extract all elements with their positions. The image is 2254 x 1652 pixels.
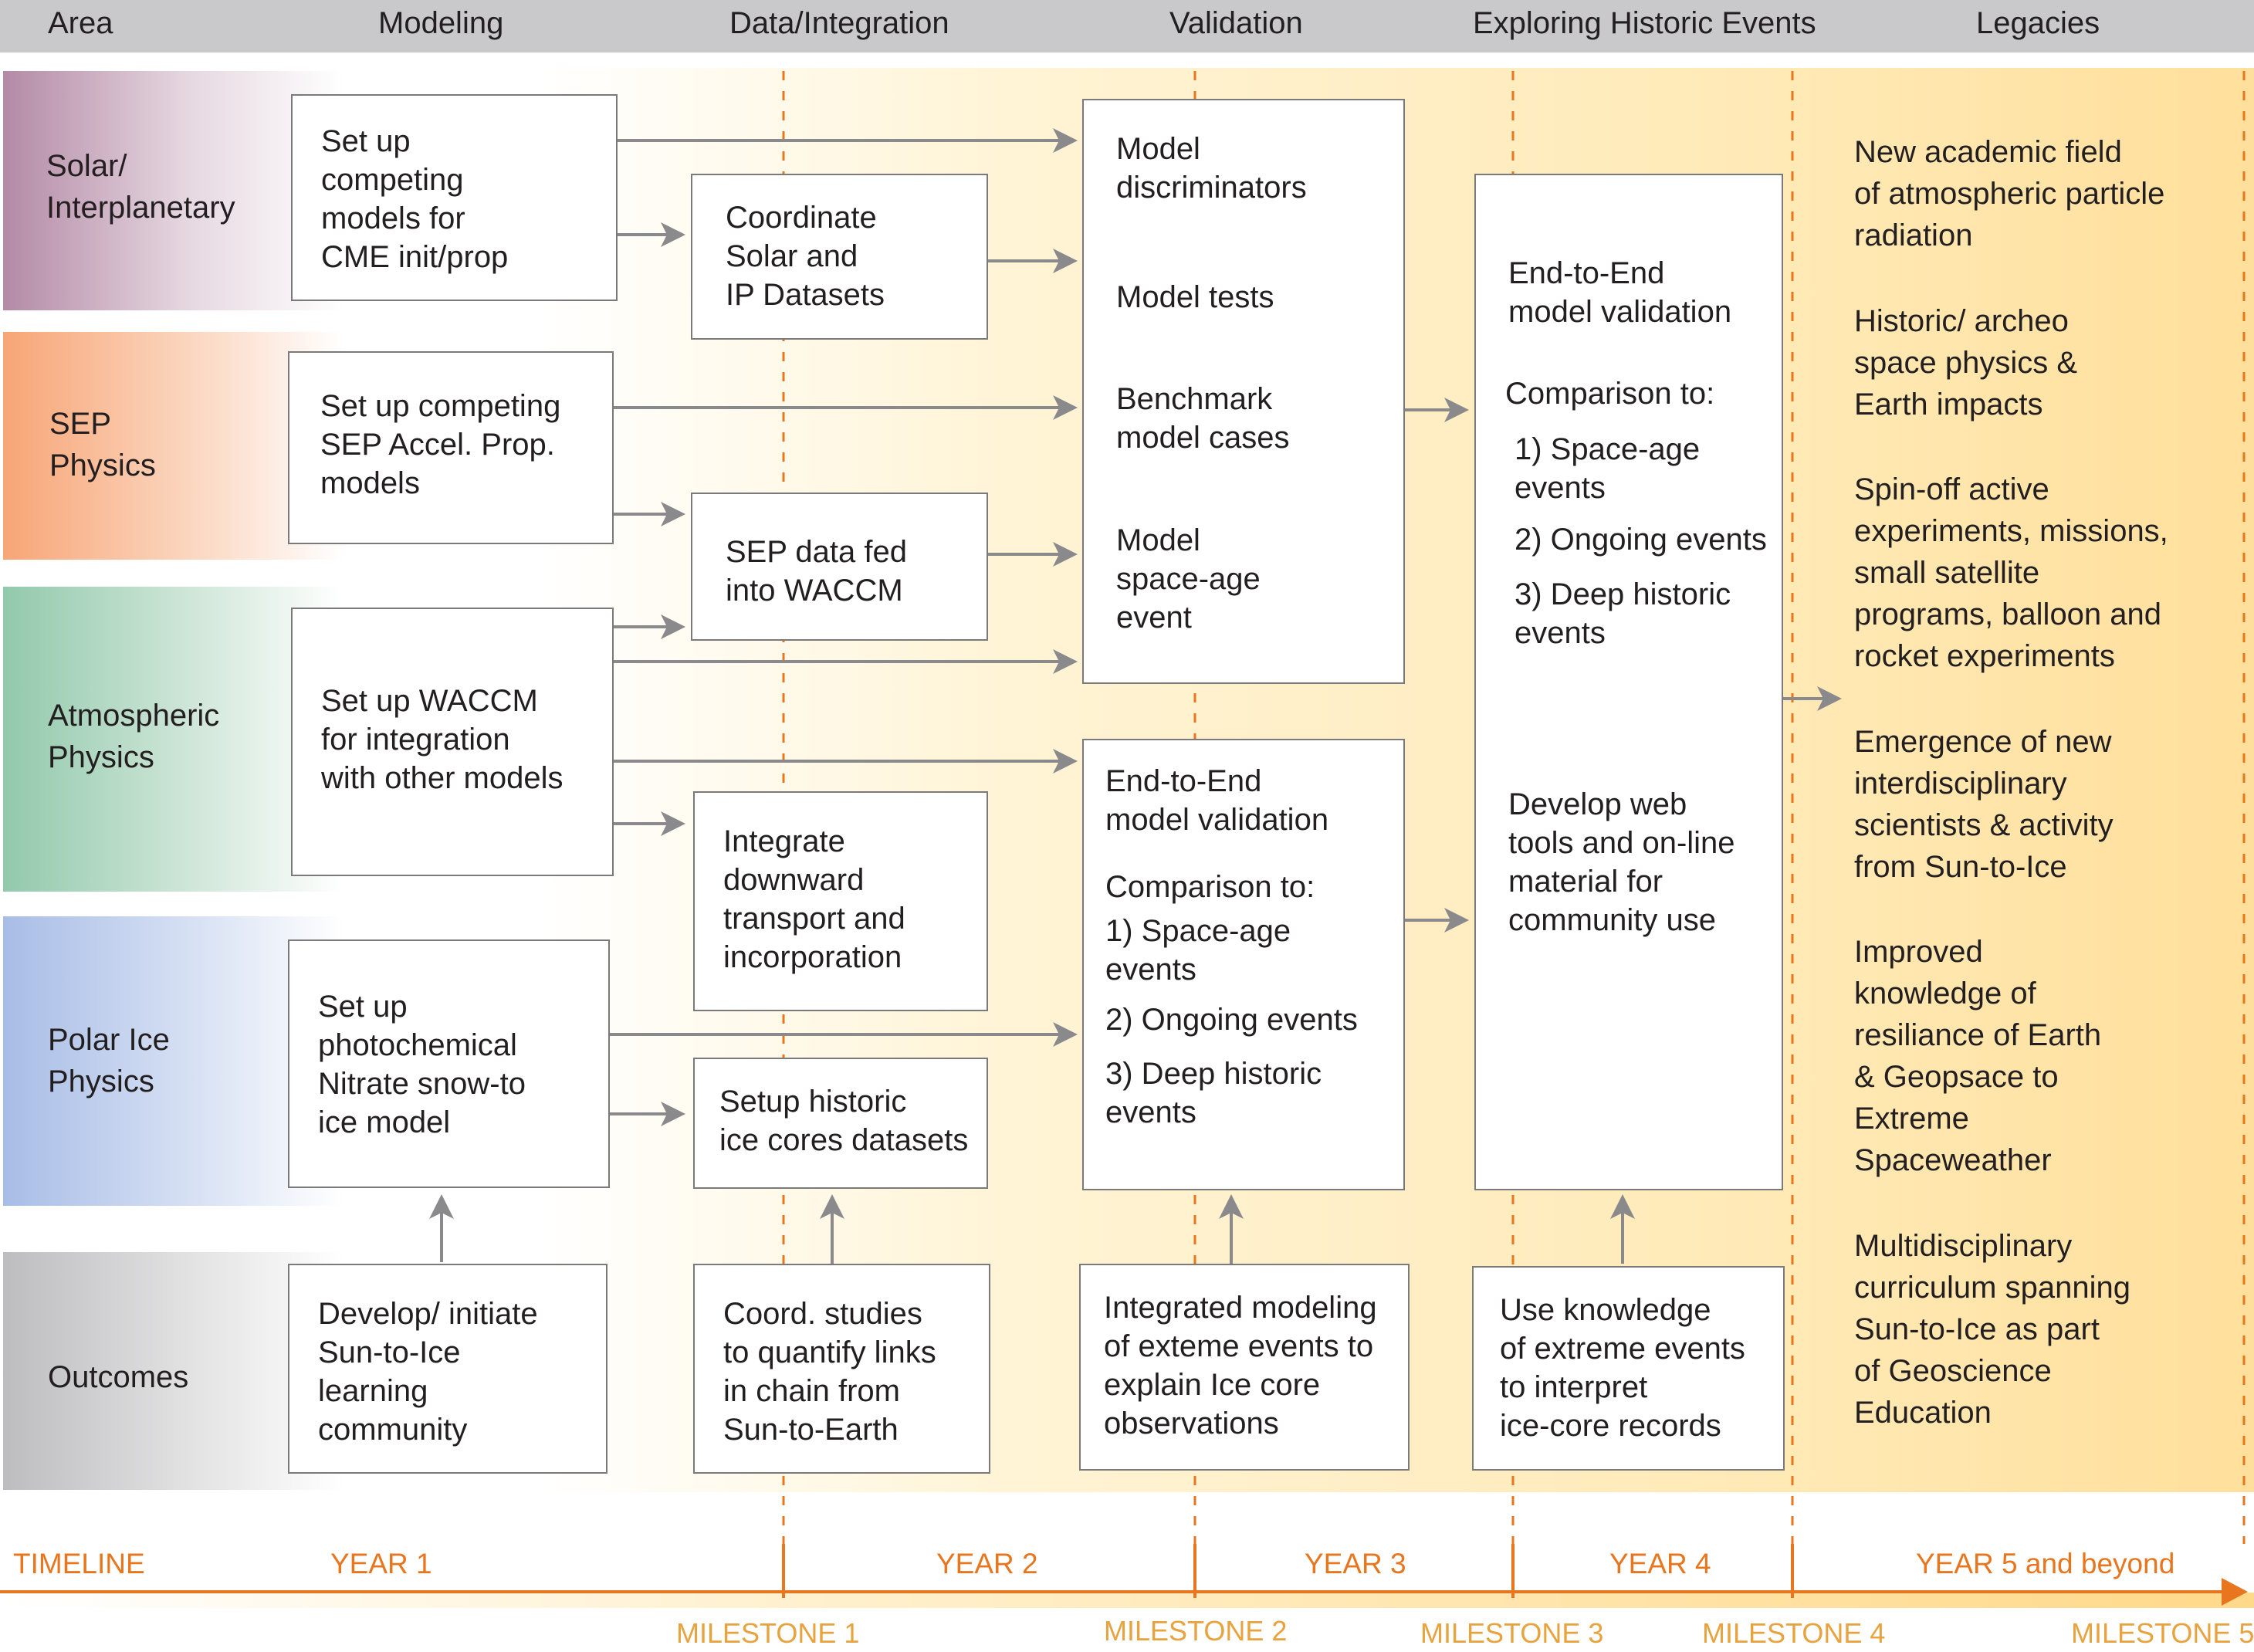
legacy-item-6: Multidisciplinary curriculum spanning Su… (1854, 1229, 2130, 1430)
band-label-solar: Solar/ Interplanetary (46, 149, 235, 225)
band-label-outcomes: Outcomes (48, 1360, 189, 1394)
band-sep: SEP Physics (3, 332, 343, 560)
milestone-label-2: MILESTONE 2 (1104, 1615, 1288, 1647)
legacy-item-2: Historic/ archeo space physics & Earth i… (1854, 304, 2078, 421)
legacy-item-4: Emergence of new interdisciplinary scien… (1854, 725, 2114, 884)
box-validation-e2e: End-to-End model validation Comparison t… (1082, 739, 1405, 1190)
box-outcome-exploring: Use knowledge of extreme events to inter… (1472, 1266, 1785, 1471)
box-solar-data: Coordinate Solar and IP Datasets (691, 174, 988, 340)
text-validation-e2e-title: End-to-End model validation (1105, 764, 1329, 837)
header-modeling: Modeling (378, 6, 504, 40)
box-integrate-transport: Integrate downward transport and incorpo… (693, 791, 988, 1011)
text-exploring-item-2: 2) Ongoing events (1515, 523, 1767, 557)
timeline-year-2: YEAR 2 (936, 1548, 1038, 1579)
text-validation-comparison: Comparison to: (1105, 870, 1315, 904)
band-label-polar-ice: Polar Ice Physics (48, 1023, 170, 1099)
box-sep-modeling: Set up competing SEP Accel. Prop. models (288, 351, 614, 544)
box-sep-data: SEP data fed into WACCM (691, 493, 988, 641)
milestone-label-1: MILESTONE 1 (676, 1617, 860, 1649)
header-area: Area (48, 6, 113, 40)
column-header-bar: Area Modeling Data/Integration Validatio… (0, 0, 2254, 52)
box-outcome-modeling: Develop/ initiate Sun-to-Ice learning co… (288, 1264, 607, 1474)
text-exploring-item-3: 3) Deep historic events (1515, 577, 1731, 650)
text-benchmark-model-cases: Benchmark model cases (1116, 382, 1290, 455)
text-model-discriminators: Model discriminators (1116, 132, 1307, 205)
band-solar: Solar/ Interplanetary (3, 71, 343, 310)
band-label-sep: SEP Physics (49, 407, 156, 482)
band-atmospheric: Atmospheric Physics (3, 587, 343, 892)
box-polar-modeling: Set up photochemical Nitrate snow-to ice… (288, 939, 610, 1188)
text-validation-item-2: 2) Ongoing events (1105, 1003, 1358, 1037)
timeline-ticks (782, 1544, 1794, 1598)
box-outcome-validation: Integrated modeling of exteme events to … (1079, 1264, 1410, 1471)
text-exploring-item-1: 1) Space-age events (1515, 432, 1701, 505)
timeline-arrowhead (2222, 1578, 2248, 1606)
box-validation-upper: Model discriminators Model tests Benchma… (1082, 99, 1405, 684)
box-historic-ice-cores: Setup historic ice cores datasets (693, 1058, 988, 1189)
milestone-label-3: MILESTONE 3 (1420, 1617, 1604, 1649)
header-legacies: Legacies (1976, 6, 2100, 40)
timeline-band (0, 1593, 2254, 1608)
text-model-space-age-event: Model space-age event (1116, 523, 1261, 635)
box-outcome-data: Coord. studies to quantify links in chai… (693, 1264, 990, 1474)
band-polar-ice: Polar Ice Physics (3, 916, 343, 1206)
header-exploring: Exploring Historic Events (1473, 6, 1816, 40)
header-data-integration: Data/Integration (729, 6, 949, 40)
text-exploring-comparison: Comparison to: (1505, 377, 1715, 411)
box-atmospheric-modeling: Set up WACCM for integration with other … (291, 608, 614, 876)
text-model-tests: Model tests (1116, 280, 1274, 314)
text-exploring-e2e-title: End-to-End model validation (1508, 256, 1732, 329)
band-label-atmospheric: Atmospheric Physics (48, 699, 220, 774)
timeline-label: TIMELINE (13, 1548, 145, 1579)
legacy-item-1: New academic field of atmospheric partic… (1854, 135, 2165, 252)
band-outcomes: Outcomes (3, 1252, 343, 1490)
timeline-year-4: YEAR 4 (1609, 1548, 1711, 1579)
timeline-year-1: YEAR 1 (330, 1548, 432, 1579)
legacy-item-5: Improved knowledge of resiliance of Eart… (1854, 935, 2102, 1177)
legacy-item-3: Spin-off active experiments, missions, s… (1854, 472, 2168, 673)
text-develop-web-tools: Develop web tools and on-line material f… (1508, 787, 1735, 937)
box-exploring-main: End-to-End model validation Comparison t… (1474, 174, 1783, 1190)
text-validation-item-3: 3) Deep historic events (1105, 1057, 1322, 1129)
text-validation-item-1: 1) Space-age events (1105, 914, 1291, 987)
header-validation: Validation (1169, 6, 1303, 40)
timeline-year-3: YEAR 3 (1305, 1548, 1406, 1579)
milestone-label-5: MILESTONE 5 (2071, 1617, 2254, 1649)
flow-arrows (429, 128, 1842, 1266)
milestone-label-4: MILESTONE 4 (1702, 1617, 1886, 1649)
box-solar-modeling: Set up competing models for CME init/pro… (291, 94, 618, 301)
timeline-year-5: YEAR 5 and beyond (1916, 1548, 2175, 1579)
